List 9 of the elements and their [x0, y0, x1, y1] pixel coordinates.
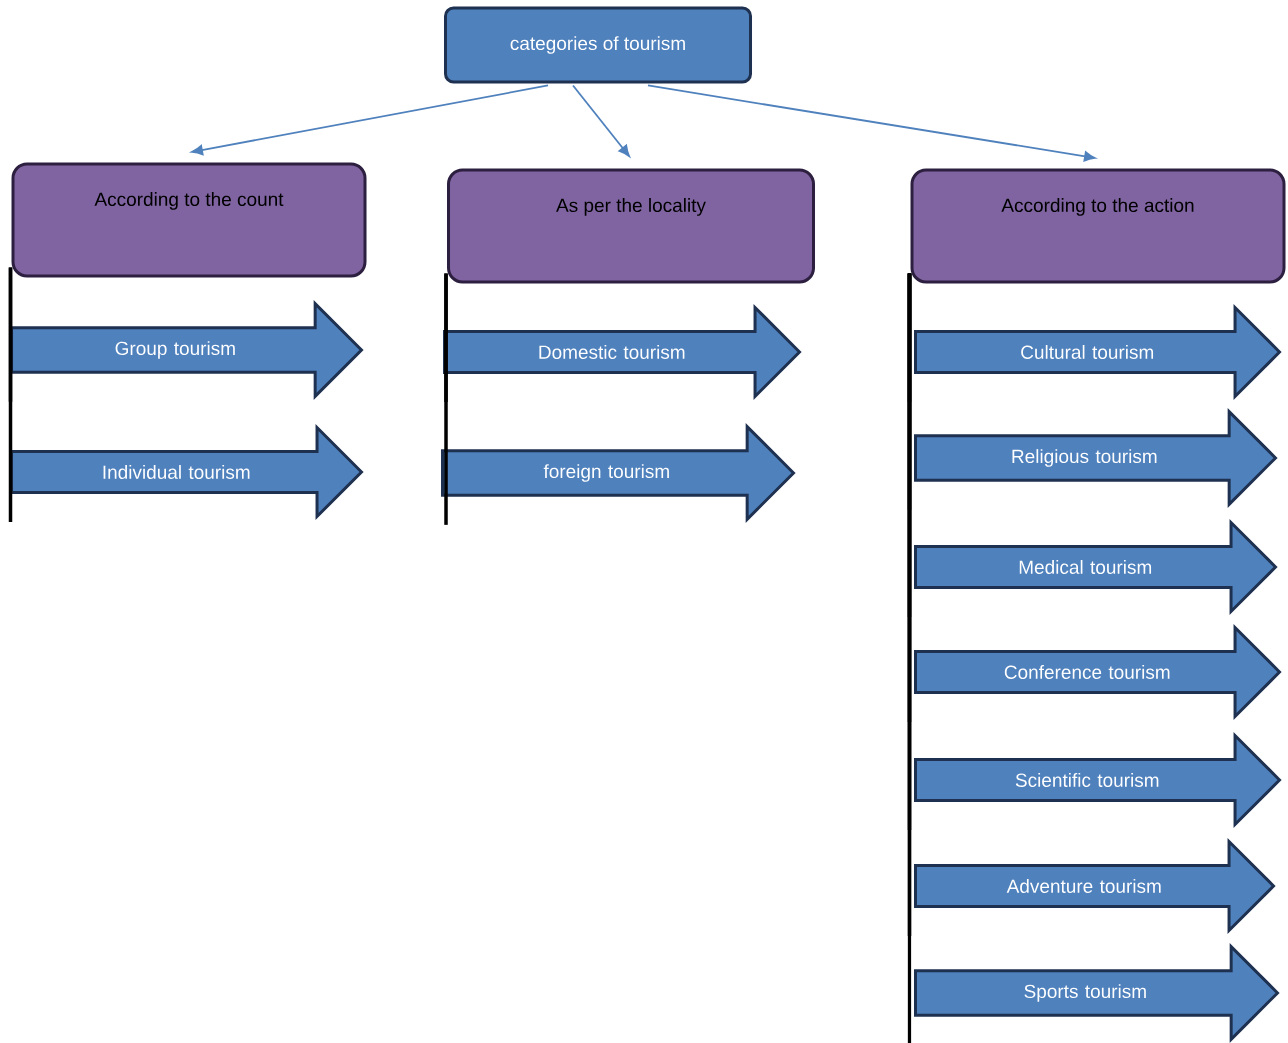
arrow [191, 84, 549, 156]
category-box: According to the count [11, 162, 367, 278]
arrow [572, 84, 630, 157]
arrow [647, 84, 1096, 162]
category-box: As per the locality [447, 168, 815, 284]
connector-line [444, 273, 448, 525]
root-box: categories of tourism [444, 6, 752, 84]
category-box: According to the action [910, 168, 1286, 284]
connector-line [8, 267, 13, 522]
